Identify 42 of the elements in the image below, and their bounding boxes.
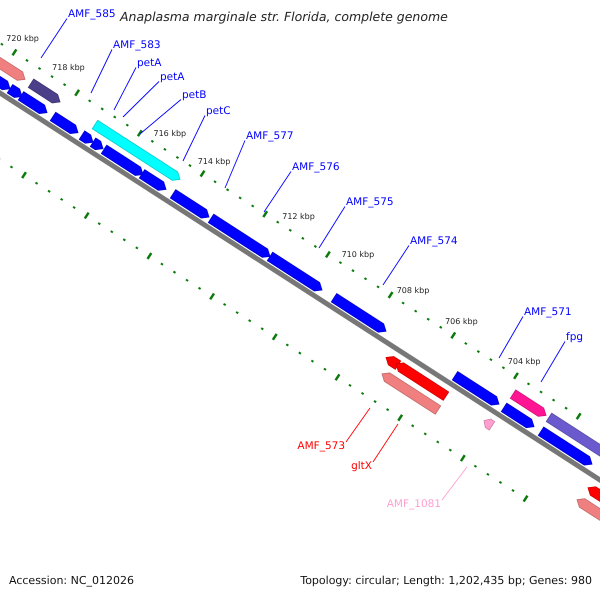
leader-line bbox=[140, 99, 182, 134]
gene-label: AMF_583 bbox=[113, 40, 161, 50]
gene-label: fpg bbox=[566, 332, 584, 342]
gene-label: AMF_573 bbox=[297, 441, 345, 452]
leader-line bbox=[346, 408, 370, 442]
leader-line bbox=[498, 316, 524, 358]
leader-line bbox=[90, 49, 112, 94]
gene-label: AMF_575 bbox=[346, 197, 394, 208]
position-label: 708 kbp bbox=[396, 286, 430, 295]
leader-line bbox=[540, 341, 566, 382]
gene-label: petB bbox=[182, 90, 206, 100]
leader-line bbox=[114, 67, 136, 110]
title: Anaplasma marginale str. Florida, complete genome bbox=[120, 11, 448, 24]
position-label: 718 kbp bbox=[52, 64, 85, 72]
gene-label: petC bbox=[206, 106, 231, 116]
gene-label: AMF_571 bbox=[524, 307, 572, 318]
leader-line bbox=[264, 171, 292, 212]
leader-line bbox=[442, 466, 468, 500]
position-label: 710 kbp bbox=[342, 251, 374, 259]
footer-text: Topology: circular; Length: 1,202,435 bp; Genes: 980 bbox=[300, 575, 592, 586]
position-label: 704 kbp bbox=[508, 358, 540, 366]
gene-label: AMF_576 bbox=[292, 162, 340, 172]
leader-line bbox=[182, 115, 206, 162]
gene-label: petA bbox=[137, 58, 162, 68]
position-label: 714 kbp bbox=[198, 158, 230, 166]
position-label: 720 kbp bbox=[6, 34, 39, 43]
gene-label: gltX bbox=[351, 461, 372, 472]
position-label: 712 kbp bbox=[282, 212, 315, 221]
position-label: 716 kbp bbox=[154, 130, 186, 138]
leader-line bbox=[372, 424, 398, 462]
gene-label: AMF_1081 bbox=[386, 499, 441, 510]
leader-line bbox=[224, 140, 246, 188]
gene-label: AMF_577 bbox=[246, 131, 294, 142]
gene-label: petA bbox=[160, 72, 184, 82]
leader-line bbox=[318, 206, 346, 248]
leader-line bbox=[122, 81, 160, 118]
leader-line bbox=[40, 18, 68, 58]
gene-label: AMF_585 bbox=[68, 9, 116, 20]
footer-text: Accession: NC_012026 bbox=[9, 575, 134, 586]
leader-line bbox=[382, 245, 410, 286]
position-label: 706 kbp bbox=[445, 318, 478, 326]
gene-label: AMF_574 bbox=[410, 236, 458, 246]
